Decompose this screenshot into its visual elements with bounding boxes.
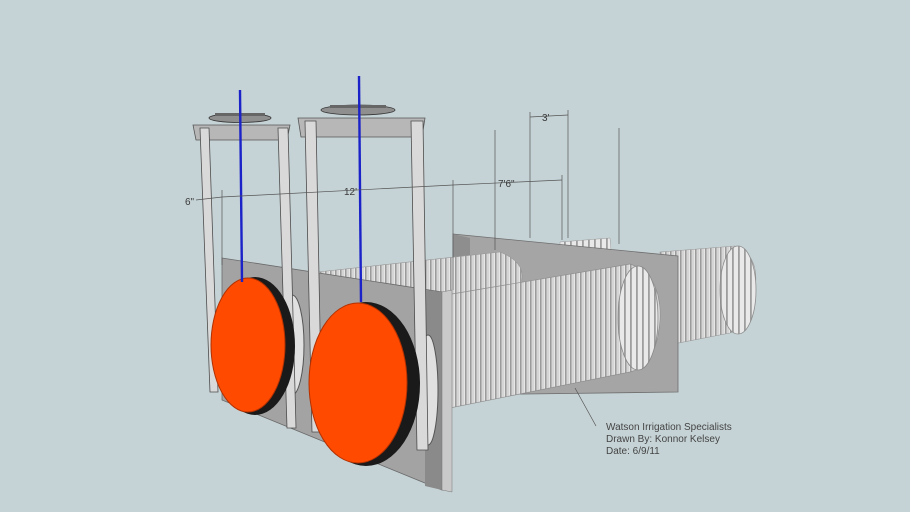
left-gate-stem bbox=[238, 89, 244, 283]
left-gate-disc bbox=[210, 277, 295, 415]
drawn-by: Drawn By: Konnor Kelsey bbox=[606, 434, 720, 445]
drawing-date: Date: 6/9/11 bbox=[606, 446, 660, 457]
right-gate-disc bbox=[308, 302, 420, 466]
dim-label-3ft: 3' bbox=[542, 113, 550, 124]
right-gate-stem bbox=[357, 75, 363, 303]
title-annotation: Watson Irrigation Specialists Drawn By: … bbox=[606, 422, 732, 457]
company-name: Watson Irrigation Specialists bbox=[606, 422, 732, 433]
dim-label-12ft: 12' bbox=[344, 187, 357, 198]
dimension-lines bbox=[195, 110, 620, 427]
dim-label-6in: 6" bbox=[185, 197, 195, 208]
main-corrugated-pipe bbox=[439, 263, 661, 411]
dim-label-7ft6in: 7'6" bbox=[498, 179, 515, 190]
